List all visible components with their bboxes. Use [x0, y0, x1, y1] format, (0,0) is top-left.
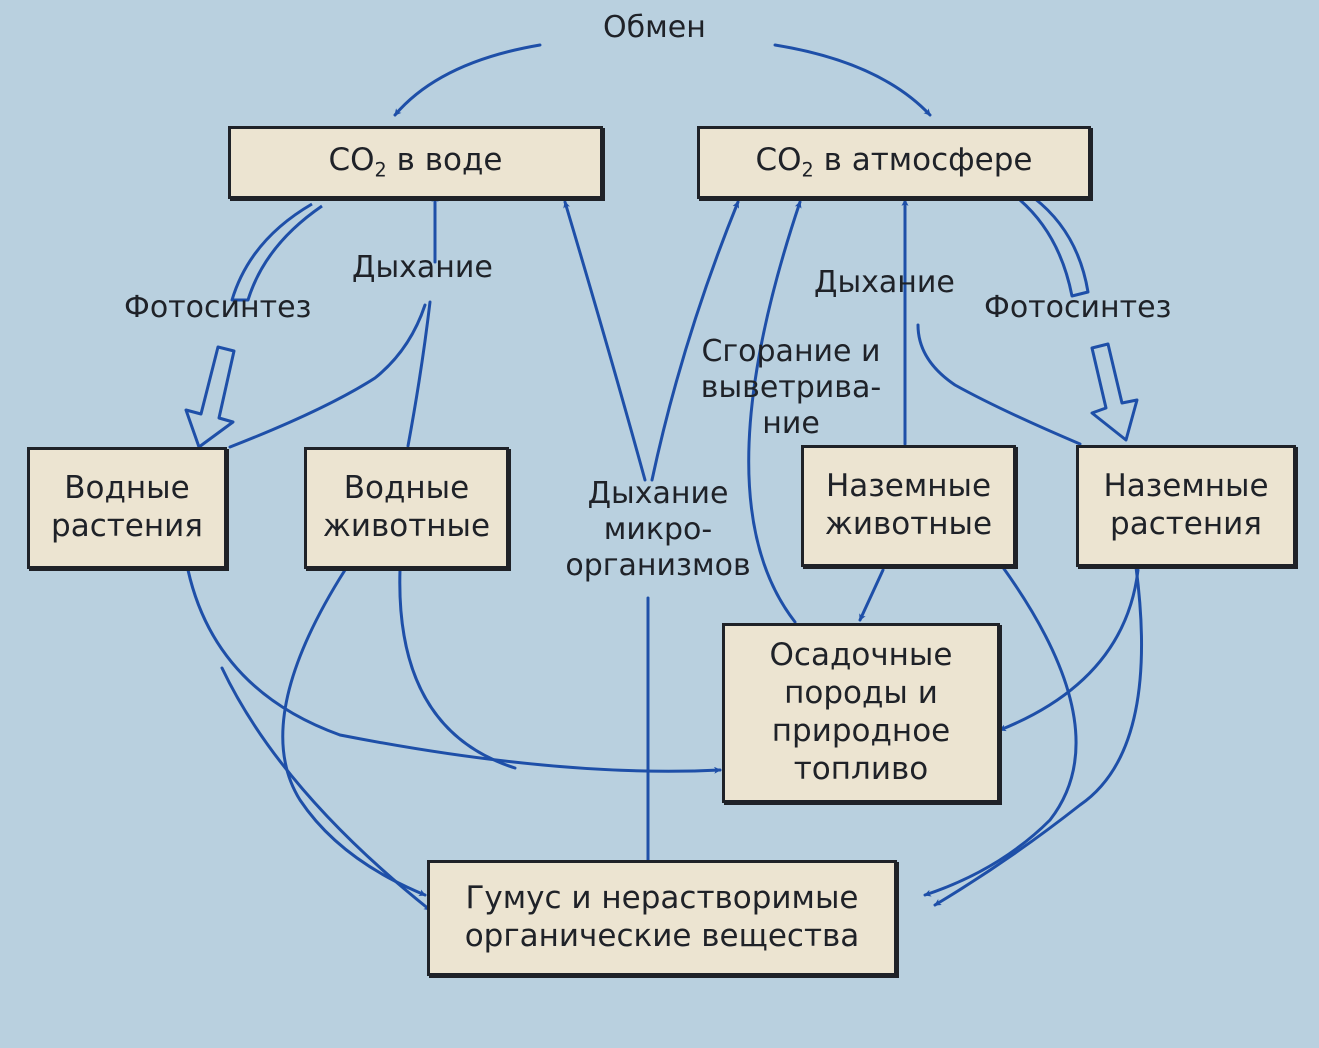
microbes-to-co2-water: [563, 200, 647, 482]
land-plants-to-respiration: [916, 323, 1082, 446]
aquatic-plants-to-respiration: [228, 303, 427, 449]
co2-atmosphere-text: CO2 в атмосфере: [755, 142, 1033, 183]
aquatic-plants-to-humus: [220, 666, 432, 912]
land-plants-to-humus: [933, 565, 1144, 907]
exchange-arrow-right: [773, 43, 932, 117]
land-animals-to-sediments: [858, 568, 885, 622]
exchange-label: Обмен: [603, 10, 706, 45]
land-plants-to-sediments: [998, 568, 1140, 732]
exchange-arrow-left: [393, 43, 542, 117]
microbes-to-co2-atm: [650, 200, 740, 482]
co2-water-text: CO2 в воде: [328, 142, 503, 183]
aquatic-animals-to-humus: [281, 568, 427, 897]
photosynthesis-arrow-left-upper: [230, 202, 323, 302]
aquatic-animals-to-respiration: [406, 300, 432, 448]
combustion-arrow: [747, 200, 802, 624]
photosynthesis-arrow-left: [184, 345, 236, 449]
co2-atmosphere-box: CO2 в атмосфере: [697, 126, 1091, 199]
respiration-label-left: Дыхание: [352, 250, 493, 285]
aquatic-animals-to-sediments: [398, 568, 517, 770]
aquatic-plants-to-sediments: [186, 568, 722, 774]
respiration-label-right: Дыхание: [814, 265, 955, 300]
photosynthesis-arrow-right: [1090, 342, 1139, 442]
photosynthesis-label-right: Фотосинтез: [984, 290, 1172, 325]
land-animals-to-humus: [923, 564, 1078, 897]
co2-water-box: CO2 в воде: [228, 126, 603, 199]
photosynthesis-label-left: Фотосинтез: [124, 290, 312, 325]
photosynthesis-arrow-right-upper: [1019, 196, 1090, 298]
